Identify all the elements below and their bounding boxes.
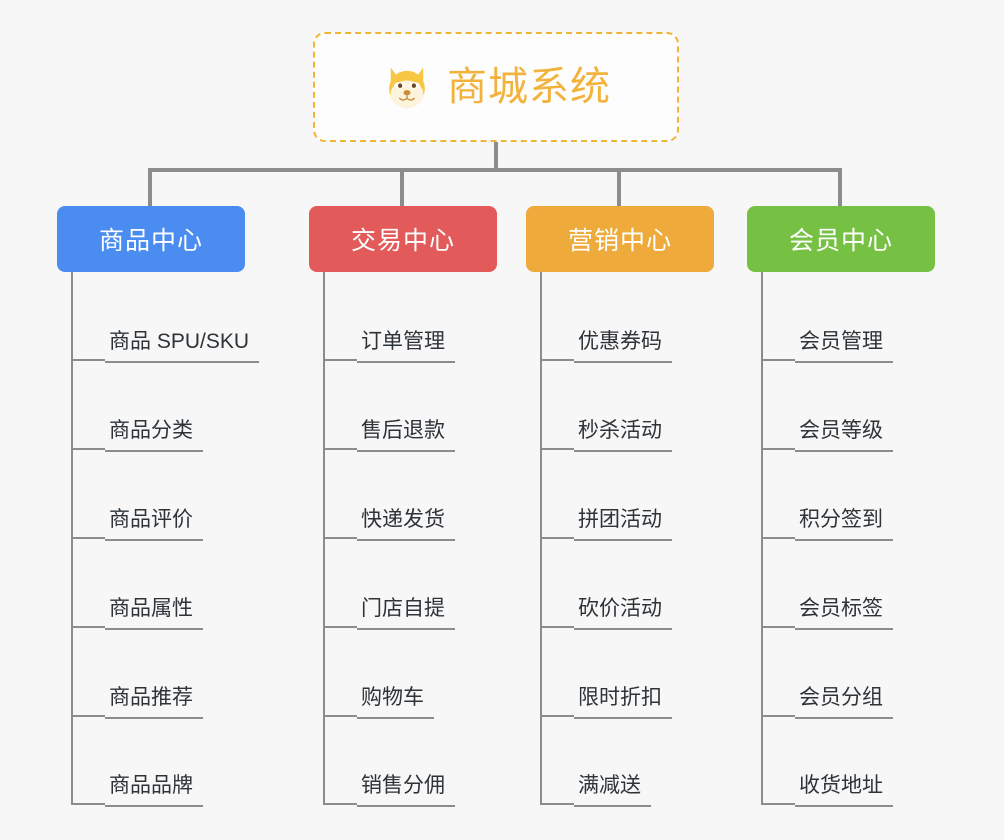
leaf-label: 订单管理 (357, 330, 455, 363)
leaf-label: 满减送 (574, 774, 651, 807)
leaf-item[interactable]: 售后退款 (323, 361, 497, 452)
leaf-item[interactable]: 会员分组 (761, 628, 935, 719)
leaf-item[interactable]: 购物车 (323, 628, 497, 719)
branch-header-1[interactable]: 商品中心 (57, 206, 245, 272)
leaf-label: 会员等级 (795, 419, 893, 452)
leaf-item[interactable]: 拼团活动 (540, 450, 714, 541)
leaf-item[interactable]: 会员等级 (761, 361, 935, 452)
leaf-label: 售后退款 (357, 419, 455, 452)
branch-header-2[interactable]: 交易中心 (309, 206, 497, 272)
leaf-label: 会员标签 (795, 597, 893, 630)
leaf-label: 商品品牌 (105, 774, 203, 807)
connector-root-stem (494, 142, 498, 170)
leaf-item[interactable]: 秒杀活动 (540, 361, 714, 452)
connector-drop-1 (148, 170, 152, 206)
root-node[interactable]: 商城系统 (313, 32, 679, 142)
leaf-label: 积分签到 (795, 508, 893, 541)
branch-column-2: 交易中心 订单管理 售后退款 快递发货 门店自提 购物车 销售分佣 (309, 206, 497, 807)
leaf-label: 会员管理 (795, 330, 893, 363)
leaf-list-2: 订单管理 售后退款 快递发货 门店自提 购物车 销售分佣 (323, 272, 497, 807)
leaf-label: 商品属性 (105, 597, 203, 630)
leaf-item[interactable]: 会员管理 (761, 272, 935, 363)
root-title: 商城系统 (447, 65, 611, 109)
leaf-label: 收货地址 (795, 774, 893, 807)
leaf-label: 商品 SPU/SKU (105, 330, 260, 363)
leaf-item[interactable]: 会员标签 (761, 539, 935, 630)
leaf-label: 限时折扣 (574, 686, 672, 719)
leaf-item[interactable]: 商品品牌 (71, 717, 245, 807)
leaf-item[interactable]: 快递发货 (323, 450, 497, 541)
branch-header-4[interactable]: 会员中心 (747, 206, 935, 272)
branch-column-3: 营销中心 优惠券码 秒杀活动 拼团活动 砍价活动 限时折扣 满减送 (526, 206, 714, 807)
leaf-label: 购物车 (357, 686, 434, 719)
leaf-item[interactable]: 商品属性 (71, 539, 245, 630)
leaf-item[interactable]: 订单管理 (323, 272, 497, 363)
branch-header-3[interactable]: 营销中心 (526, 206, 714, 272)
leaf-label: 商品评价 (105, 508, 203, 541)
branch-column-4: 会员中心 会员管理 会员等级 积分签到 会员标签 会员分组 收货地址 (747, 206, 935, 807)
connector-drop-4 (838, 170, 842, 206)
leaf-item[interactable]: 收货地址 (761, 717, 935, 807)
leaf-list-1: 商品 SPU/SKU 商品分类 商品评价 商品属性 商品推荐 商品品牌 (71, 272, 260, 807)
leaf-list-4: 会员管理 会员等级 积分签到 会员标签 会员分组 收货地址 (761, 272, 935, 807)
leaf-label: 秒杀活动 (574, 419, 672, 452)
leaf-label: 砍价活动 (574, 597, 672, 630)
leaf-item[interactable]: 满减送 (540, 717, 714, 807)
leaf-label: 拼团活动 (574, 508, 672, 541)
branch-column-1: 商品中心 商品 SPU/SKU 商品分类 商品评价 商品属性 商品推荐 商品品牌 (57, 206, 260, 807)
branch-header-label: 交易中心 (350, 227, 455, 255)
connector-drop-3 (617, 170, 621, 206)
branch-header-label: 商品中心 (98, 227, 203, 255)
connector-horizontal-bus (148, 168, 842, 172)
leaf-label: 优惠券码 (574, 330, 672, 363)
leaf-item[interactable]: 限时折扣 (540, 628, 714, 719)
leaf-label: 销售分佣 (357, 774, 455, 807)
leaf-label: 快递发货 (357, 508, 455, 541)
dog-face-icon (389, 67, 425, 109)
leaf-item[interactable]: 商品评价 (71, 450, 245, 541)
leaf-item[interactable]: 砍价活动 (540, 539, 714, 630)
leaf-item[interactable]: 销售分佣 (323, 717, 497, 807)
leaf-label: 门店自提 (357, 597, 455, 630)
leaf-label: 商品分类 (105, 419, 203, 452)
leaf-item[interactable]: 优惠券码 (540, 272, 714, 363)
branch-header-label: 营销中心 (567, 227, 672, 255)
leaf-item[interactable]: 商品分类 (71, 361, 245, 452)
leaf-item[interactable]: 积分签到 (761, 450, 935, 541)
leaf-list-3: 优惠券码 秒杀活动 拼团活动 砍价活动 限时折扣 满减送 (540, 272, 714, 807)
leaf-item[interactable]: 商品推荐 (71, 628, 245, 719)
leaf-item[interactable]: 门店自提 (323, 539, 497, 630)
connector-drop-2 (400, 170, 404, 206)
branch-header-label: 会员中心 (788, 227, 893, 255)
leaf-label: 会员分组 (795, 686, 893, 719)
leaf-item[interactable]: 商品 SPU/SKU (71, 272, 260, 363)
leaf-label: 商品推荐 (105, 686, 203, 719)
